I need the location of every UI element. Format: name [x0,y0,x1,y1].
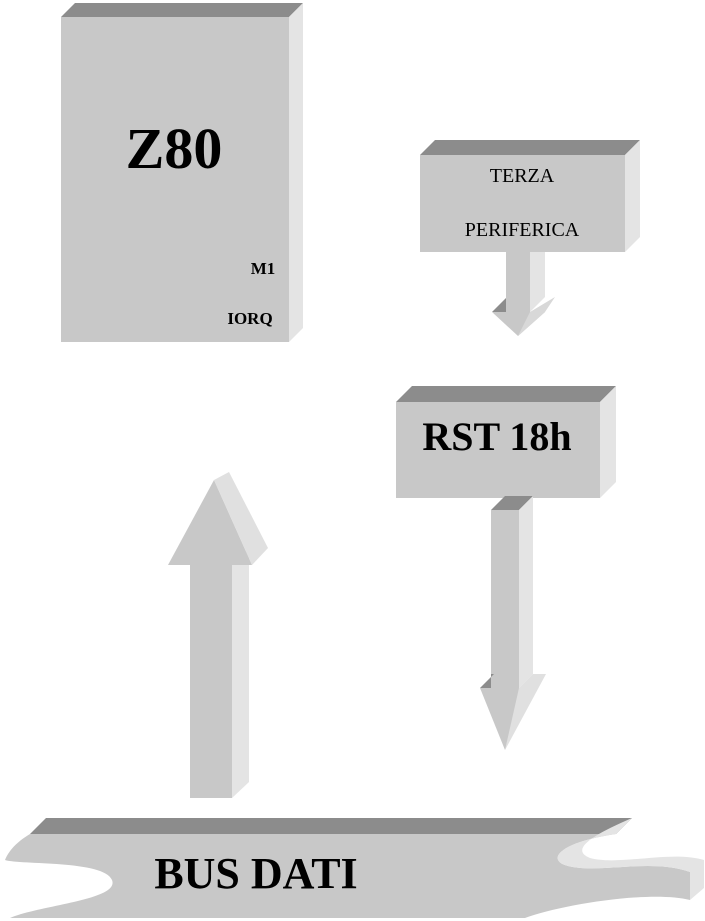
arrow-rst-to-bus [480,496,546,750]
peripheral-block-side [625,140,640,252]
arrow-bus-to-z80 [168,472,268,798]
arrow-small-shaft-side [530,252,545,312]
arrow-up-head-front [168,480,252,565]
z80-title: Z80 [126,116,223,181]
z80-block: Z80 M1 IORQ [61,3,303,342]
arrow-long-head-side [505,674,546,750]
rst-block-front [396,402,600,498]
bus-dati-label: BUS DATI [154,849,357,898]
arrow-up-head-side [214,472,268,565]
peripheral-label-line2: PERIFERICA [465,219,580,241]
bus-dati-top [30,818,632,834]
arrow-small-head-side [518,297,555,336]
rst-block-top [396,386,616,402]
arrow-peripheral-to-rst [492,252,555,336]
bus-dati-right-end [557,818,704,900]
bus-dati-front [5,834,690,918]
rst-label: RST 18h [422,414,571,459]
arrow-long-shaft-front [491,510,519,688]
peripheral-label-line1: TERZA [490,165,555,187]
arrow-up-shaft-front [190,565,232,798]
z80-pin-m1: M1 [251,259,276,278]
rst-block: RST 18h [396,386,616,498]
arrow-long-shaft-side [519,496,533,688]
rst-block-side [600,386,616,498]
z80-pin-iorq: IORQ [227,309,272,328]
peripheral-block-top [420,140,640,155]
bus-dati: BUS DATI [5,818,704,918]
arrow-long-head-top [480,674,494,688]
z80-block-top [61,3,303,17]
peripheral-block: TERZA PERIFERICA [420,140,640,252]
z80-block-front [61,17,289,342]
arrow-small-shaft-front [506,252,530,312]
arrow-small-head-top [492,298,506,312]
arrow-up-shaft-side [232,548,249,798]
peripheral-block-front [420,155,625,252]
z80-block-side [289,3,303,342]
